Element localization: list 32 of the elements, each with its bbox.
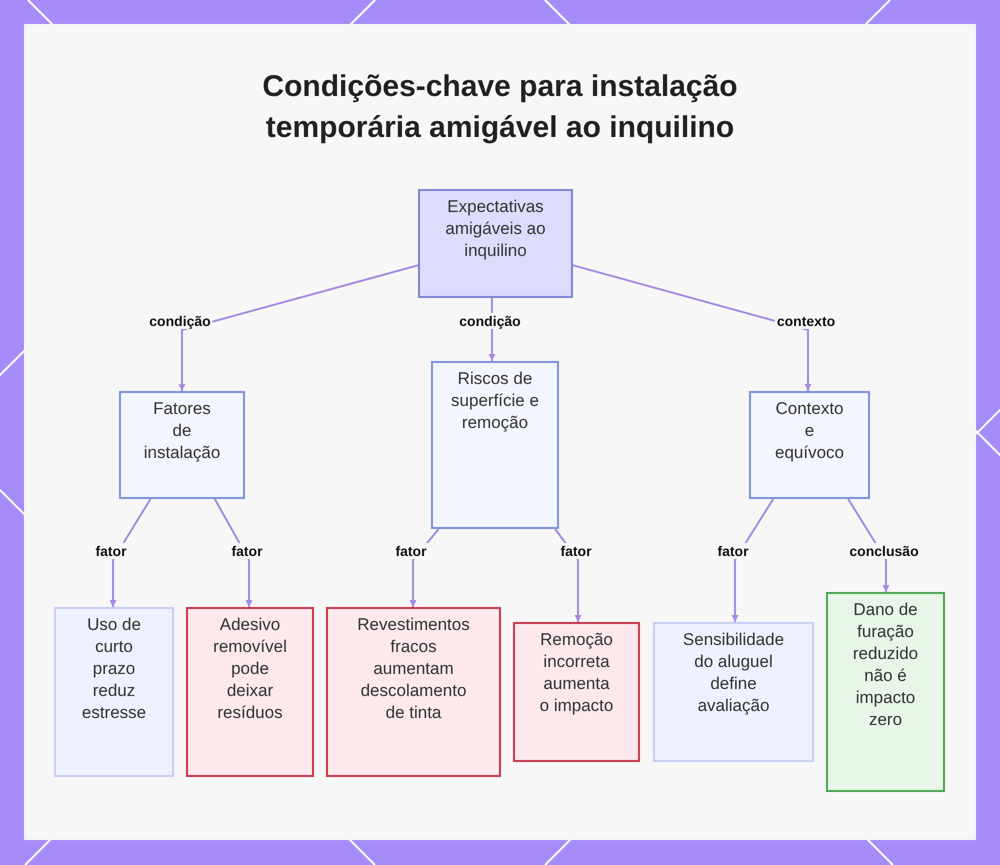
edge-label: fator [93,543,129,559]
node-label: Sensibilidade do aluguel define avaliação [682,629,786,717]
edge-label: condição [457,313,523,329]
connector-arrow [732,498,774,622]
edge-label: fator [229,543,265,559]
diagram-title: Condições-chave para instalação temporária amigável ao inquilino [261,69,739,146]
edge-label: fator [393,543,429,559]
node-box [186,607,314,777]
node-label: Remoção incorreta aumenta o impacto [538,629,614,717]
node-label: Uso de curto prazo reduz estresse [80,614,148,724]
node-box [119,391,245,499]
node-box [749,391,870,499]
edge-label: fator [715,543,751,559]
node-box [653,622,814,762]
node-box [418,189,573,298]
node-label: Dano de furação reduzido não é impacto zero [852,599,920,731]
edge-label: condição [147,313,213,329]
node-label: Fatores de instalação [142,398,222,464]
edge-label: conclusão [847,543,921,559]
node-label: Revestimentos fracos aumentam descolamento de tinta [356,614,471,724]
node-box [513,622,640,762]
node-label: Contexto e equívoco [774,398,845,464]
node-box [54,607,174,777]
node-box [326,607,501,777]
node-box [826,592,945,792]
connector-arrow [572,264,812,391]
node-label: Adesivo removível pode deixar resíduos [212,614,288,724]
edge-label: fator [558,543,594,559]
node-box [431,361,559,529]
node-label: Riscos de superfície e remoção [451,368,539,434]
node-label: Expectativas amigáveis ao inquilino [444,196,547,262]
connector-arrow [178,264,418,391]
